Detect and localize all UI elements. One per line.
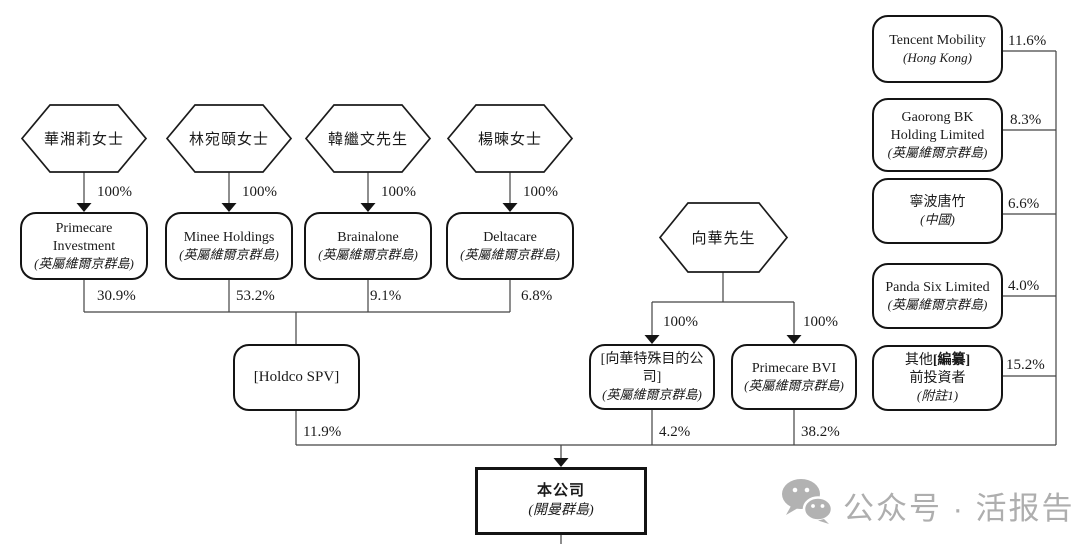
stake-label: 30.9% — [97, 288, 136, 304]
holding-company-box: Primecare Investment (英屬維爾京群島) — [20, 212, 148, 280]
shareholder-hexagon — [165, 104, 293, 173]
jurisdiction-label: (開曼群島) — [528, 502, 594, 518]
jurisdiction-label: (英屬維爾京群島) — [318, 246, 418, 262]
jurisdiction-label: (Hong Kong) — [903, 49, 972, 65]
investor-name-prefix: 其他 — [904, 352, 933, 368]
company-box: 本公司 (開曼群島) — [475, 467, 647, 535]
investor-box: Gaorong BK Holding Limited (英屬維爾京群島) — [872, 98, 1003, 172]
founder-vehicle-box: [向華特殊目的公司] (英屬維爾京群島) — [589, 344, 715, 410]
ownership-label: 100% — [803, 314, 838, 330]
redacted-label: [編纂] — [932, 352, 971, 368]
stake-label: 8.3% — [1010, 112, 1042, 128]
wechat-icon — [781, 478, 834, 529]
note-label: (附註1) — [916, 387, 959, 403]
ownership-label: 100% — [663, 314, 698, 330]
jurisdiction-label: (英屬維爾京群島) — [602, 386, 702, 402]
holdco-spv-box: [Holdco SPV] — [233, 344, 360, 411]
holding-company-box: Deltacare (英屬維爾京群島) — [446, 212, 574, 280]
company-name: Brainalone — [337, 229, 399, 245]
ownership-label: 100% — [523, 184, 558, 200]
stake-label: 15.2% — [1006, 357, 1045, 373]
shareholder-name: 林宛頤女士 — [188, 132, 269, 148]
jurisdiction-label: (英屬維爾京群島) — [887, 296, 988, 312]
jurisdiction-label: (英屬維爾京群島) — [460, 246, 560, 262]
stake-label: 53.2% — [236, 288, 275, 304]
jurisdiction-label: (英屬維爾京群島) — [887, 144, 988, 160]
founder-name: 向華先生 — [691, 231, 756, 247]
jurisdiction-label: (英屬維爾京群島) — [179, 246, 279, 262]
holding-company-box: Brainalone (英屬維爾京群島) — [304, 212, 432, 280]
company-name: [Holdco SPV] — [253, 368, 340, 385]
watermark-text: 公众号 · 活报告 — [843, 491, 1075, 526]
company-name: [向華特殊目的公司] — [600, 351, 704, 385]
company-name: Deltacare — [483, 229, 537, 245]
jurisdiction-label: (英屬維爾京群島) — [744, 377, 844, 393]
jurisdiction-label: (中國) — [920, 211, 955, 227]
shareholder-name: 華湘莉女士 — [43, 132, 124, 148]
company-name: Tencent Mobility — [889, 32, 986, 48]
stake-label: 11.9% — [303, 424, 342, 440]
shareholder-hexagon — [304, 104, 432, 173]
founder-vehicle-box: Primecare BVI (英屬維爾京群島) — [731, 344, 857, 410]
stake-label: 38.2% — [801, 424, 840, 440]
stake-label: 6.6% — [1008, 196, 1040, 212]
shareholder-hexagon — [446, 104, 574, 173]
stake-label: 11.6% — [1008, 33, 1047, 49]
company-name: 本公司 — [536, 483, 585, 500]
stake-label: 6.8% — [521, 288, 553, 304]
stake-label: 4.0% — [1008, 278, 1040, 294]
founder-hexagon — [658, 202, 789, 273]
shareholder-name: 楊暕女士 — [477, 132, 542, 148]
ownership-label: 100% — [242, 184, 277, 200]
stake-label: 4.2% — [659, 424, 691, 440]
shareholder-name: 韓繼文先生 — [327, 132, 408, 148]
stake-label: 9.1% — [370, 288, 402, 304]
holding-company-box: Minee Holdings (英屬維爾京群島) — [165, 212, 293, 280]
company-name: Primecare BVI — [751, 360, 837, 376]
investor-box: 其他[編纂] 前投資者 (附註1) — [872, 345, 1003, 411]
company-name: Gaorong BK Holding Limited — [890, 109, 985, 143]
investor-box: 寧波唐竹 (中國) — [872, 178, 1003, 244]
ownership-label: 100% — [97, 184, 132, 200]
ownership-label: 100% — [381, 184, 416, 200]
company-name: Minee Holdings — [183, 229, 275, 245]
company-name: 寧波唐竹 — [909, 194, 966, 210]
investor-box: Panda Six Limited (英屬維爾京群島) — [872, 263, 1003, 329]
investor-box: Tencent Mobility (Hong Kong) — [872, 15, 1003, 83]
company-name: Panda Six Limited — [885, 279, 990, 295]
company-name: 其他[編纂] — [905, 352, 970, 370]
jurisdiction-label: (英屬維爾京群島) — [34, 255, 134, 271]
shareholder-hexagon — [20, 104, 148, 173]
investor-name-suffix: 前投資者 — [909, 370, 966, 386]
company-name: Primecare Investment — [52, 220, 116, 254]
